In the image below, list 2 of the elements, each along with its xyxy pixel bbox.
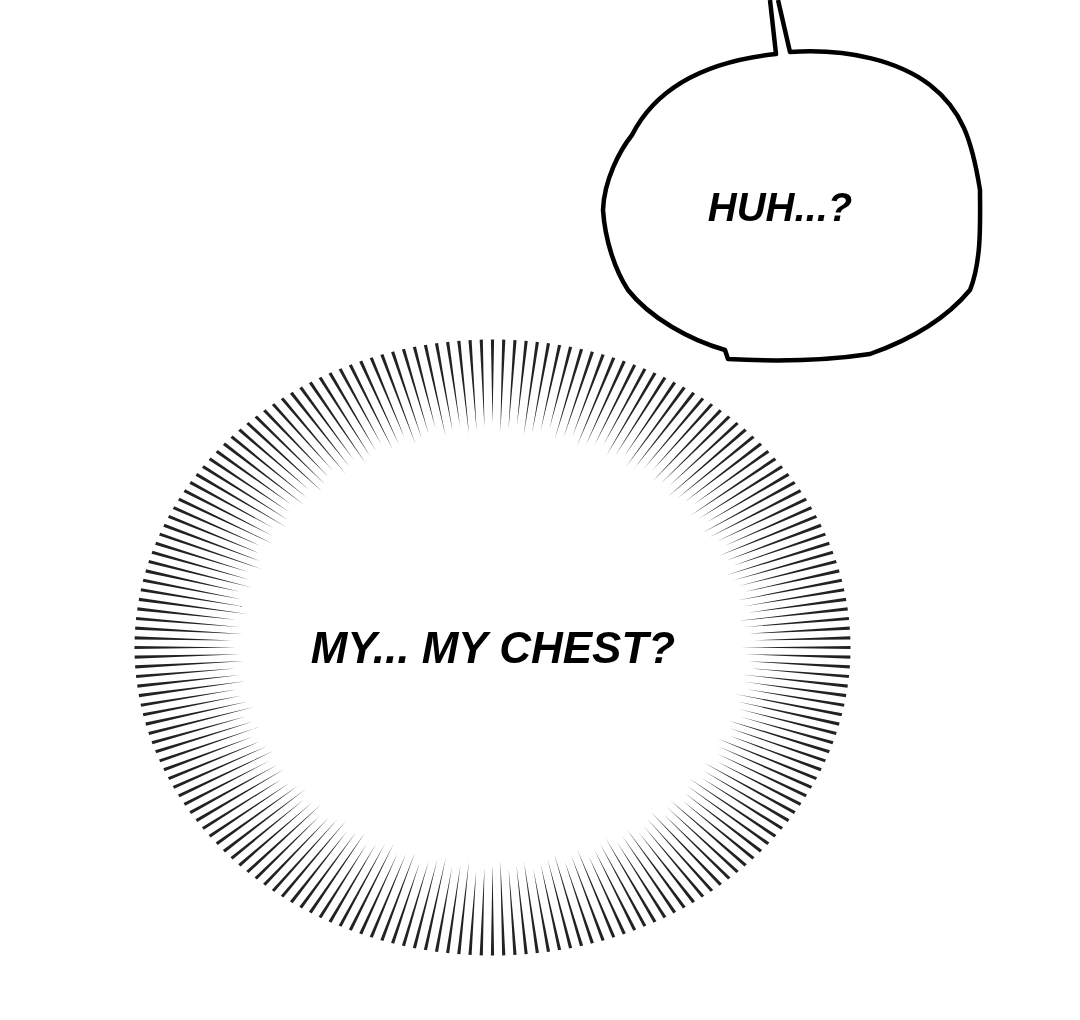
dialogue-text: MY... MY CHEST?	[310, 623, 676, 673]
dialogue-text: HUH...?	[707, 184, 853, 230]
